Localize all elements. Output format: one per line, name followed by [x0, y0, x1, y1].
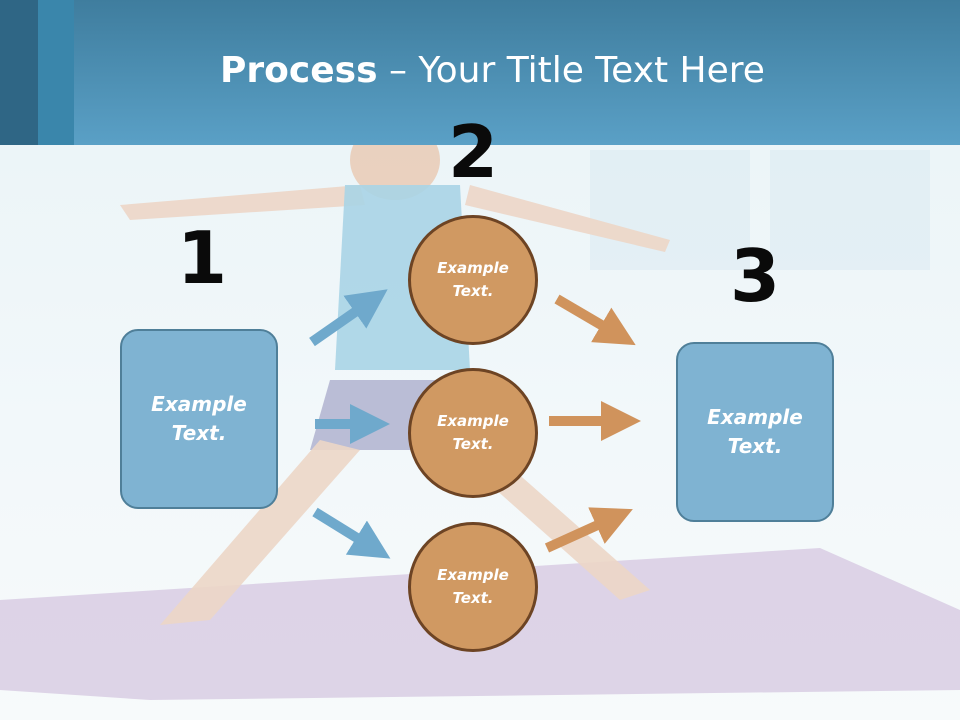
orange-arrow-down — [554, 294, 636, 346]
step-number-1: 1 — [177, 216, 228, 300]
blue-arrow-down — [312, 507, 391, 559]
circle-line1: Example — [437, 412, 509, 430]
process-circle-bottom: Example Text. — [408, 522, 538, 652]
circle-line2: Text. — [452, 435, 494, 453]
title-rest: – Your Title Text Here — [377, 50, 765, 91]
circle-text: Example Text. — [437, 410, 509, 456]
step-number-2: 2 — [448, 110, 499, 194]
circle-text: Example Text. — [437, 564, 509, 610]
left-step-box: Example Text. — [120, 329, 278, 509]
step-number-3: 3 — [730, 234, 781, 318]
left-box-line2: Text. — [171, 421, 227, 445]
left-box-text: Example Text. — [151, 390, 247, 448]
left-box-line1: Example — [151, 392, 247, 416]
right-box-line2: Text. — [727, 434, 783, 458]
right-box-line1: Example — [707, 405, 803, 429]
circle-line1: Example — [437, 259, 509, 277]
process-circle-middle: Example Text. — [408, 368, 538, 498]
right-step-box: Example Text. — [676, 342, 834, 522]
process-circle-top: Example Text. — [408, 215, 538, 345]
blue-arrow-up — [309, 289, 388, 347]
slide-title: Process – Your Title Text Here — [0, 50, 960, 91]
circle-line2: Text. — [452, 589, 494, 607]
circle-line2: Text. — [452, 282, 494, 300]
circle-line1: Example — [437, 566, 509, 584]
title-bold: Process — [220, 50, 378, 91]
circle-text: Example Text. — [437, 257, 509, 303]
header-accent-stripe — [38, 0, 74, 145]
header-band — [0, 0, 960, 145]
header-accent-stripe — [0, 0, 38, 145]
orange-arrow-up — [544, 507, 633, 553]
right-box-text: Example Text. — [707, 403, 803, 461]
